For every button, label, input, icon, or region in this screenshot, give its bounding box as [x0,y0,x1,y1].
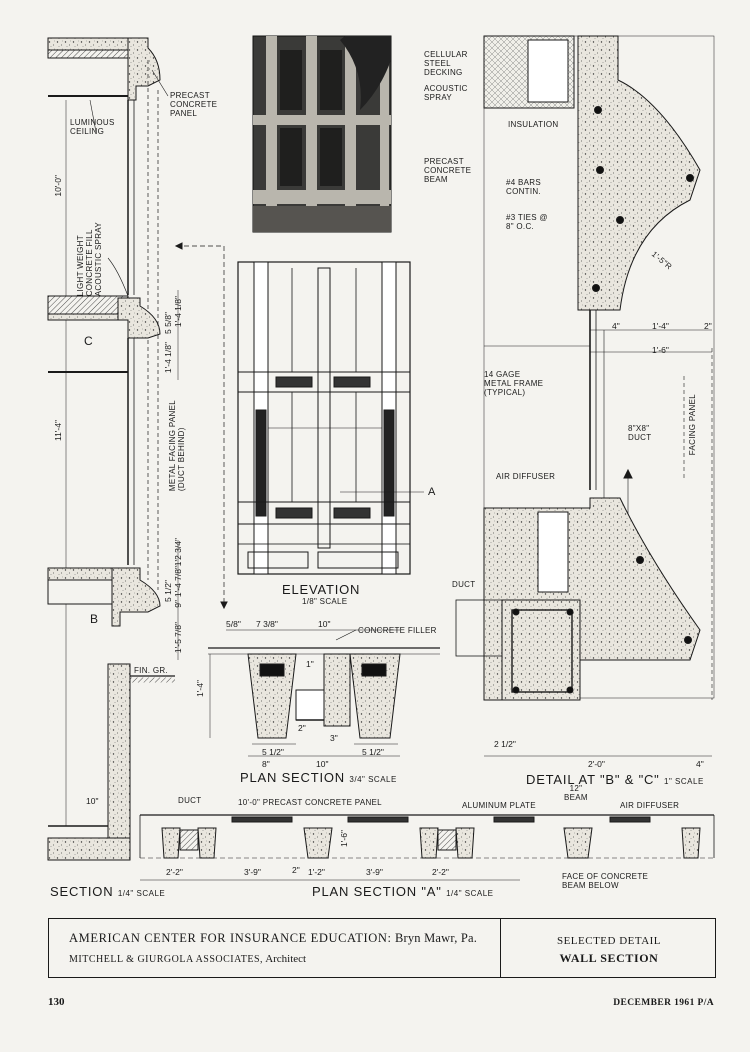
dim-plan-detail-i: 2" [298,723,306,733]
label-concrete-filler: CONCRETE FILLER [358,626,437,635]
dim-plan-detail-a: 5/8" [226,619,241,629]
mark-b: B [90,612,99,626]
dim-section-d4: 1'-4 1/8" [173,296,183,328]
dim-section-d9: 5 1/2" [163,580,173,602]
title-block: AMERICAN CENTER FOR INSURANCE EDUCATION:… [48,918,716,978]
dim-plan-a-b: 3'-9" [244,867,261,877]
dim-section-d1: 10'-0" [53,175,63,197]
label-luminous-ceiling: LUMINOUS CEILING [70,118,115,136]
dim-plan-a-e: 3'-9" [366,867,383,877]
label-air-diffuser: AIR DIFFUSER [496,472,556,481]
label-lightweight-fill: LIGHT WEIGHT CONCRETE FILL ACOUSTIC SPRA… [76,222,103,297]
title-block-divider [500,919,502,977]
architect-role: Architect [265,953,307,965]
dim-detail-f: 2'-0" [588,759,605,769]
dim-detail-a: 4" [612,321,620,331]
label-precast-panel: PRECAST CONCRETE PANEL [170,91,218,118]
label-plan-a-panel: 10'-0" PRECAST CONCRETE PANEL [238,798,382,807]
detail-bc-title: DETAIL AT "B" & "C" 1" SCALE [526,772,704,787]
dim-plan-detail-d: 1'-4" [195,680,205,697]
dim-detail-c: 2" [704,321,712,331]
label-plan-a-beam: 12" BEAM [564,784,588,802]
label-precast-beam: PRECAST CONCRETE BEAM [424,157,472,184]
label-plan-a-face: FACE OF CONCRETE BEAM BELOW [562,872,649,890]
dim-plan-detail-h: 10" [316,759,329,769]
detail-bc-drawing [455,35,715,757]
elevation-title: ELEVATION [282,582,361,597]
dim-detail-g: 4" [696,759,704,769]
dim-plan-detail-g: 8" [262,759,270,769]
label-metal-frame: 14 GAGE METAL FRAME (TYPICAL) [484,370,544,397]
dim-detail-b: 1'-4" [652,321,669,331]
dim-plan-a-d: 1'-2" [308,867,325,877]
wall-section-drawing [47,37,179,861]
project-location: Bryn Mawr, Pa. [394,931,478,945]
dim-detail-e: 2 1/2" [494,739,516,749]
label-plan-a-duct: DUCT [178,796,202,805]
label-finish-grade: FIN. GR. [134,666,168,675]
mark-c: C [84,334,94,348]
mark-a: A [428,486,437,498]
dim-section-d8: 1'-4 7/8" [173,566,183,598]
dim-section-d5: 5 5/8" [163,312,173,334]
elevation-drawing [174,242,424,610]
dim-section-d11: 1'-5 7/8" [173,622,183,654]
dim-plan-a-a: 2'-2" [166,867,183,877]
label-insulation: INSULATION [508,120,559,129]
dim-section-d6: 1'-4 1/8" [163,342,173,374]
issue-date: DECEMBER 1961 P/A [613,998,714,1008]
label-metal-facing-panel: METAL FACING PANEL (DUCT BEHIND) [168,400,186,492]
dim-section-d10: 9" [173,600,183,608]
label-facing-panel: FACING PANEL [688,394,697,456]
plan-section-detail-title: PLAN SECTION 3/4" SCALE [240,770,397,785]
label-duct-size: 8"x8" DUCT [628,424,652,442]
dim-section-d3: 10" [86,796,99,806]
label-bars: #4 BARS CONTIN. [506,178,542,196]
detail-name: WALL SECTION [559,951,659,965]
detail-kind: SELECTED DETAIL [556,935,662,947]
dim-plan-a-c: 2" [292,865,300,875]
label-duct: DUCT [452,580,476,589]
dim-detail-d: 1'-6" [652,345,669,355]
label-cellular-decking: CELLULAR STEEL DECKING [424,50,468,77]
architect-firm: MITCHELL & GIURGOLA ASSOCIATES, [69,954,264,965]
plan-section-detail-drawing [208,629,440,757]
label-ties: #3 TIES @ 8" O.C. [506,213,548,231]
building-photo [252,35,392,233]
dim-section-d2: 11'-4" [53,420,63,442]
dim-plan-detail-j: 3" [330,733,338,743]
label-acoustic-spray: ACOUSTIC SPRAY [424,84,468,102]
plan-section-a-drawing [139,814,715,881]
page-number: 130 [48,996,65,1008]
project-line: AMERICAN CENTER FOR INSURANCE EDUCATION:… [69,931,477,946]
elevation-scale: 1/8" SCALE [302,597,348,606]
architect-line: MITCHELL & GIURGOLA ASSOCIATES, Architec… [69,953,306,965]
dim-plan-detail-e: 5 1/2" [262,747,284,757]
dim-section-d7: 1'2 3/4" [173,538,183,567]
project-name: AMERICAN CENTER FOR INSURANCE EDUCATION: [69,931,392,945]
dim-plan-a-g: 1'-6" [339,830,349,847]
dim-plan-detail-k: 1" [306,659,314,669]
dim-plan-detail-f: 5 1/2" [362,747,384,757]
section-title: SECTION 1/4" SCALE [50,884,166,899]
plan-section-a-title: PLAN SECTION "A" 1/4" SCALE [312,884,494,899]
dim-plan-detail-b: 7 3/8" [256,619,278,629]
dim-plan-detail-c: 10" [318,619,331,629]
label-plan-a-plate: ALUMINUM PLATE [462,801,536,810]
dim-plan-a-f: 2'-2" [432,867,449,877]
label-plan-a-diffuser: AIR DIFFUSER [620,801,680,810]
